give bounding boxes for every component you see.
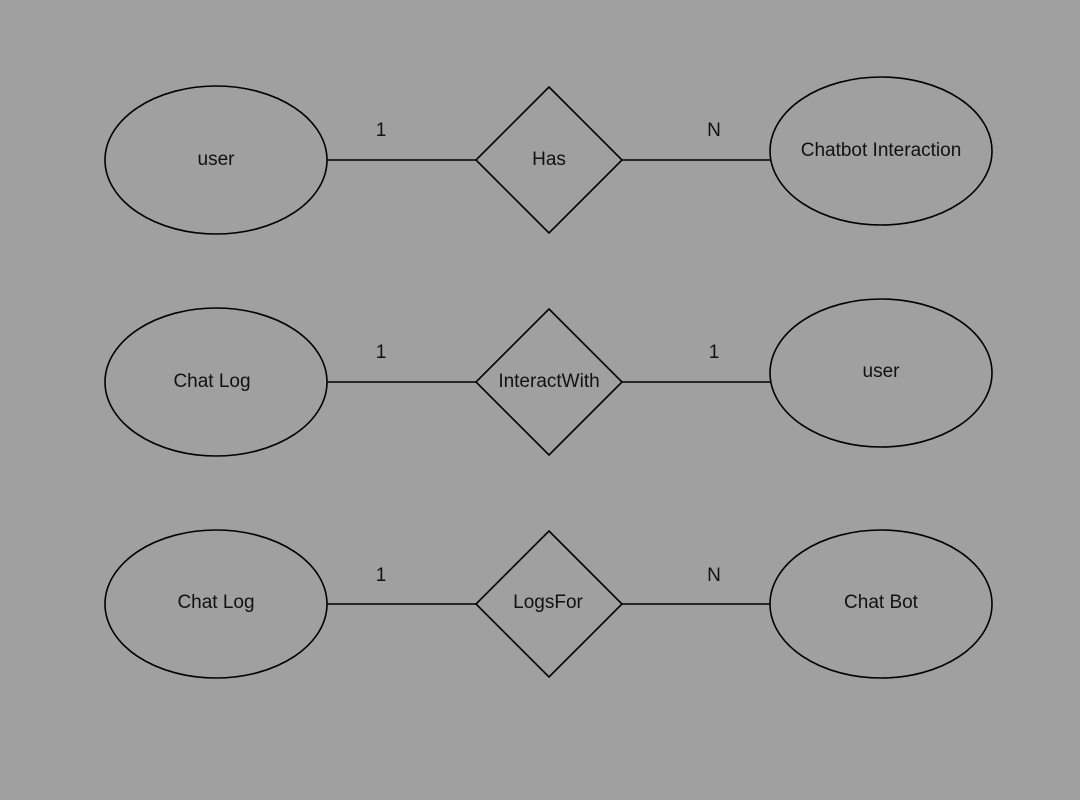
- relationship-logsfor-label: LogsFor: [513, 592, 583, 613]
- entity-chat-bot: [769, 529, 993, 679]
- entity-chatbot-interaction: [769, 76, 993, 226]
- entity-user-1: [104, 85, 328, 235]
- cardinality-left-3: 1: [376, 565, 387, 586]
- er-row-3: Chat Log LogsFor Chat Bot 1 N: [104, 529, 993, 679]
- entity-chat-log-1: [104, 307, 328, 457]
- cardinality-right-2: 1: [709, 342, 720, 363]
- entity-chat-log-2-label: Chat Log: [177, 592, 254, 613]
- entity-user-1-label: user: [198, 149, 236, 170]
- entity-user-2-label: user: [863, 361, 901, 382]
- cardinality-right-1: N: [707, 120, 721, 141]
- relationship-has-label: Has: [532, 149, 566, 170]
- relationship-has: [474, 85, 624, 235]
- entity-chat-log-2: [104, 529, 328, 679]
- entity-chat-bot-label: Chat Bot: [844, 592, 919, 613]
- cardinality-left-1: 1: [376, 120, 387, 141]
- relationship-interactwith: [474, 307, 624, 457]
- er-row-1: user Has Chatbot Interaction 1 N: [104, 76, 993, 235]
- relationship-logsfor: [474, 529, 624, 679]
- entity-user-2: [769, 298, 993, 448]
- relationship-interactwith-label: InteractWith: [498, 371, 599, 392]
- cardinality-left-2: 1: [376, 342, 387, 363]
- cardinality-right-3: N: [707, 565, 721, 586]
- entity-chatbot-interaction-label: Chatbot Interaction: [801, 140, 962, 161]
- er-row-2: Chat Log InteractWith user 1 1: [104, 298, 993, 457]
- entity-chat-log-1-label: Chat Log: [173, 371, 250, 392]
